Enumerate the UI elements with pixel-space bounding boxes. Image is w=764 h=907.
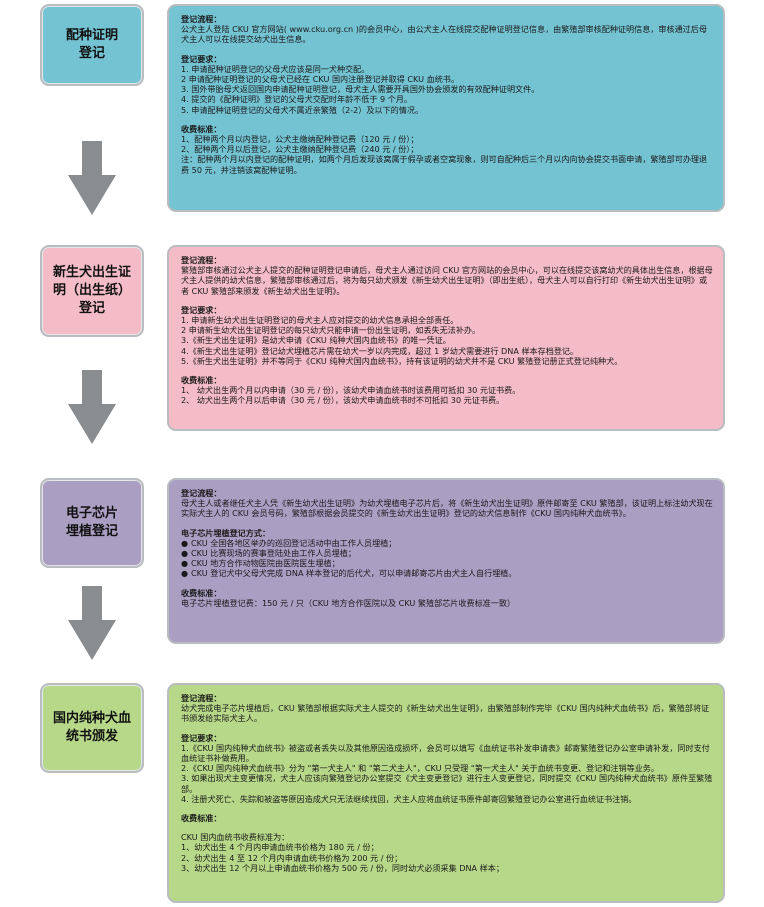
panel-section: 收费标准：1、配种两个月以内登记，公犬主缴纳配种登记费（120 元 / 份）；2… <box>181 124 713 175</box>
section-heading: 登记要求： <box>181 53 222 64</box>
section-heading: 电子芯片埋植登记方式： <box>181 527 271 538</box>
section-line: 5.《新生犬出生证明》并不等同于《CKU 纯种犬国内血统书》，持有该证明的幼犬并… <box>181 355 623 366</box>
bullet-item: ●CKU 地方合作动物医院由医院医生埋植； <box>181 558 713 568</box>
stage-title-line: 明（出生纸） <box>52 283 131 298</box>
section-line: 1、配种两个月以内登记，公犬主缴纳配种登记费（120 元 / 份）； <box>181 134 419 145</box>
stage-title-line: 电子芯片 <box>65 506 118 521</box>
down-arrow-icon <box>68 141 116 215</box>
section-heading: 登记流程： <box>181 255 222 265</box>
section-line: 母犬主人或者继任犬主人凭《新生幼犬出生证明》为幼犬埋植电子芯片后，将《新生幼犬出… <box>181 498 713 519</box>
stage-title: 新生犬出生证明（出生纸） 登记 <box>53 264 131 318</box>
stage-title-line: 统书颁发 <box>65 729 118 744</box>
bullet-item: ●CKU 全国各地区举办的巡回登记活动中由工作人员埋植； <box>181 538 713 548</box>
section-heading: 登记要求： <box>181 732 222 743</box>
section-line: 2、 幼犬出生两个月以后申请（30 元 / 份），该幼犬申请血统书时不可抵扣 3… <box>181 395 505 406</box>
bullet-text: CKU 比赛现场的赛事登陆处由工作人员埋植； <box>191 548 356 559</box>
bullet-icon: ● <box>181 558 189 569</box>
bullet-text: CKU 地方合作动物医院由医院医生埋植； <box>191 558 340 569</box>
bullet-text: CKU 全国各地区举办的巡回登记活动中由工作人员埋植； <box>191 537 397 548</box>
panel-breeding-certificate: 登记流程：公犬主人登陆 CKU 官方网站( www.cku.org.cn )的会… <box>167 4 725 212</box>
stage-title-line: 登记 <box>78 301 105 316</box>
stage-title-line: 配种证明 <box>65 28 118 43</box>
panel-section: 登记要求：1. 申请新生幼犬出生证明登记的母犬主人应对提交的幼犬信息承担全部责任… <box>181 305 713 366</box>
section-heading: 登记流程： <box>181 14 222 24</box>
section-line: 3、幼犬出生 12 个月以上申请血统书价格为 500 元 / 份，同时幼犬必须采… <box>181 862 504 873</box>
section-line: 公犬主人登陆 CKU 官方网站( www.cku.org.cn )的会员中心，由… <box>181 24 707 45</box>
panel-section: 电子芯片埋植登记方式：●CKU 全国各地区举办的巡回登记活动中由工作人员埋植；●… <box>181 528 713 579</box>
stage-title-line: 国内纯种犬血 <box>52 711 131 726</box>
section-line: 电子芯片埋植登记费：150 元 / 只（CKU 地方合作医院以及 CKU 繁殖部… <box>181 597 516 608</box>
stage-title: 电子芯片埋植登记 <box>66 505 118 541</box>
panel-section: 登记流程：公犬主人登陆 CKU 官方网站( www.cku.org.cn )的会… <box>181 14 713 45</box>
section-heading: 收费标准： <box>181 813 222 824</box>
bullet-icon: ● <box>181 568 189 579</box>
section-line: 2.《CKU 国内纯种犬血统书》分为 "第一犬主人" 和 "第二犬主人"，CKU… <box>181 763 659 774</box>
section-line: 1.《CKU 国内纯种犬血统书》被盗或者丢失以及其他原因造成损坏，会员可以填写《… <box>181 742 710 764</box>
section-line: 1. 申请配种证明登记的父母犬应该是同一犬种交配。 <box>181 63 370 74</box>
stage-title-line: 登记 <box>78 46 105 61</box>
stage-microchip: 电子芯片埋植登记 <box>40 478 144 568</box>
stage-title: 配种证明登记 <box>66 27 118 63</box>
section-line: 幼犬完成电子芯片埋植后，CKU 繁殖部根据实际犬主人提交的《新生幼犬出生证明》，… <box>181 703 710 724</box>
stage-title-line: 新生犬出生证 <box>52 265 131 280</box>
section-line: 注：配种两个月以内登记的配种证明，如两个月后发现该窝属于假孕或者空窝现象，则可自… <box>181 154 708 175</box>
bullet-item: ●CKU 比赛现场的赛事登陆处由工作人员埋植； <box>181 548 713 558</box>
panel-section: 登记流程：母犬主人或者继任犬主人凭《新生幼犬出生证明》为幼犬埋植电子芯片后，将《… <box>181 488 713 519</box>
section-line: 3. 国外带胎母犬返回国内申请配种证明登记，母犬主人需要开具国外协会颁发的有效配… <box>181 84 540 95</box>
stage-title: 国内纯种犬血统书颁发 <box>53 710 131 746</box>
bullet-item: ●CKU 登记犬中父母犬完成 DNA 样本登记的后代犬，可以申请邮寄芯片由犬主人… <box>181 568 713 578</box>
section-line: 1、 幼犬出生两个月以内申请（30 元 / 份），该幼犬申请血统书时该费用可抵扣… <box>181 385 521 396</box>
section-line: 3. 如果出现犬主变更情况，犬主人应该向繁殖登记办公室提交《犬主变更登记》进行主… <box>181 773 713 794</box>
panel-birth-certificate: 登记流程：繁殖部审核通过公犬主人提交的配种证明登记申请后，母犬主人通过访问 CK… <box>167 245 725 431</box>
panel-section: 收费标准：1、 幼犬出生两个月以内申请（30 元 / 份），该幼犬申请血统书时该… <box>181 375 713 406</box>
bullet-icon: ● <box>181 537 189 548</box>
section-line: 3.《新生犬出生证明》是幼犬申请《CKU 纯种犬国内血统书》的唯一凭证。 <box>181 335 451 346</box>
section-line: 4. 注册犬死亡、失踪和被盗等原因造成犬只无法继续找回，犬主人应将血统证书原件邮… <box>181 793 637 804</box>
section-heading: 收费标准： <box>181 123 222 134</box>
panel-section: 登记流程：繁殖部审核通过公犬主人提交的配种证明登记申请后，母犬主人通过访问 CK… <box>181 255 713 296</box>
panel-section: 收费标准：电子芯片埋植登记费：150 元 / 只（CKU 地方合作医院以及 CK… <box>181 588 713 608</box>
panel-pedigree: 登记流程：幼犬完成电子芯片埋植后，CKU 繁殖部根据实际犬主人提交的《新生幼犬出… <box>167 683 725 903</box>
section-line: 1. 申请新生幼犬出生证明登记的母犬主人应对提交的幼犬信息承担全部责任。 <box>181 315 459 326</box>
panel-section: 登记要求：1.《CKU 国内纯种犬血统书》被盗或者丢失以及其他原因造成损坏，会员… <box>181 733 713 804</box>
section-line: CKU 国内血统书收费标准为： <box>181 832 290 843</box>
stage-birth-certificate: 新生犬出生证明（出生纸） 登记 <box>40 245 144 337</box>
down-arrow-icon <box>68 370 116 444</box>
panel-section: 收费标准： <box>181 813 713 823</box>
section-heading: 收费标准： <box>181 587 222 598</box>
section-line: 2、配种两个月以后登记，公犬主缴纳配种登记费（240 元 / 份）； <box>181 144 419 155</box>
panel-section: 登记要求：1. 申请配种证明登记的父母犬应该是同一犬种交配。2 申请配种证明登记… <box>181 54 713 115</box>
section-line: 4.《新生犬出生证明》登记幼犬埋植芯片需在幼犬一岁以内完成，超过 1 岁幼犬需要… <box>181 345 579 356</box>
section-heading: 登记流程： <box>181 693 222 703</box>
section-heading: 登记要求： <box>181 304 222 315</box>
section-heading: 收费标准： <box>181 375 222 386</box>
bullet-icon: ● <box>181 548 189 559</box>
down-arrow-icon <box>68 586 116 660</box>
bullet-text: CKU 登记犬中父母犬完成 DNA 样本登记的后代犬，可以申请邮寄芯片由犬主人自… <box>191 568 517 579</box>
panel-section: CKU 国内血统书收费标准为：1、幼犬出生 4 个月内申请血统书价格为 180 … <box>181 832 713 873</box>
stage-breeding-certificate: 配种证明登记 <box>40 4 144 86</box>
section-line: 5. 申请配种证明登记的父母犬不属近亲繁殖（2-2）及以下的情况。 <box>181 104 424 115</box>
stage-title-line: 埋植登记 <box>65 524 118 539</box>
section-line: 繁殖部审核通过公犬主人提交的配种证明登记申请后，母犬主人通过访问 CKU 官方网… <box>181 265 713 296</box>
section-line: 4. 提交的《配种证明》登记的父母犬交配时年龄不低于 9 个月。 <box>181 94 413 105</box>
panel-section: 登记流程：幼犬完成电子芯片埋植后，CKU 繁殖部根据实际犬主人提交的《新生幼犬出… <box>181 693 713 724</box>
section-line: 2 申请新生幼犬出生证明登记的每只幼犬只能申请一份出生证明，如丢失无法补办。 <box>181 325 481 336</box>
section-line: 1、幼犬出生 4 个月内申请血统书价格为 180 元 / 份； <box>181 842 379 853</box>
section-line: 2 申请配种证明登记的父母犬已经在 CKU 国内注册登记并取得 CKU 血统书。 <box>181 74 459 85</box>
section-line: 2、幼犬出生 4 至 12 个月内申请血统书价格为 200 元 / 份； <box>181 852 403 863</box>
panel-microchip: 登记流程：母犬主人或者继任犬主人凭《新生幼犬出生证明》为幼犬埋植电子芯片后，将《… <box>167 478 725 644</box>
stage-pedigree: 国内纯种犬血统书颁发 <box>40 683 144 773</box>
section-heading: 登记流程： <box>181 488 222 498</box>
